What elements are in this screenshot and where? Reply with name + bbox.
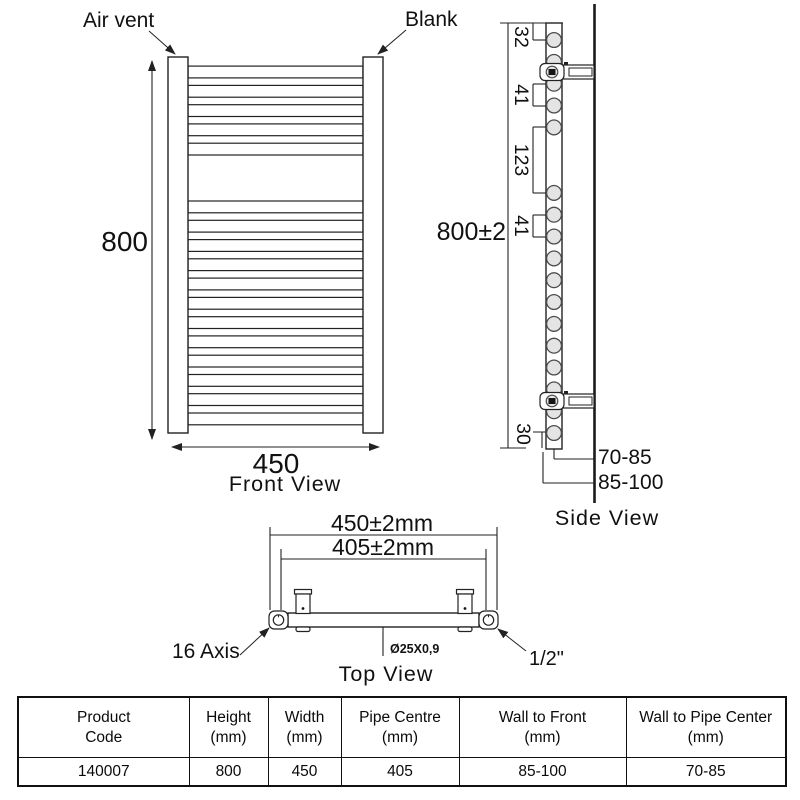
header-line: (mm) (381, 728, 419, 746)
front-towel-bar (187, 104, 364, 118)
header-line: (mm) (210, 728, 247, 746)
header-line: Height (206, 708, 251, 726)
front-towel-bar (187, 393, 364, 407)
header-line: Pipe Centre (359, 708, 441, 726)
header-line: Wall to Pipe Center (639, 708, 773, 726)
header-line: Code (85, 728, 123, 746)
dim-30-value: 30 (512, 423, 534, 445)
cell-width: 450 (267, 757, 342, 787)
front-towel-bars (187, 65, 364, 426)
dim-41-upper-value: 41 (510, 84, 532, 106)
header-line: (mm) (687, 728, 724, 746)
side-towel-bar-section (545, 206, 563, 223)
side-towel-bar-section (545, 31, 563, 49)
cell-pipe-centre: 405 (340, 757, 460, 787)
col-header-product-code: Product Code (17, 696, 190, 758)
cell-wall-to-pipe-center: 70-85 (625, 757, 787, 787)
front-towel-bar (187, 335, 364, 349)
front-towel-bar (187, 258, 364, 272)
cell-height: 800 (188, 757, 269, 787)
wall-to-pipe-center-value: 70-85 (598, 446, 652, 469)
side-towel-bar-section (545, 228, 563, 245)
front-towel-bar (187, 123, 364, 137)
header-line: Width (284, 708, 325, 726)
blank-leader-arrow (377, 29, 407, 55)
blank-label: Blank (405, 8, 458, 31)
spec-table: Product Code Height (mm) Width (mm) Pipe… (17, 696, 787, 787)
col-header-wall-to-pipe-center: Wall to Pipe Center (mm) (625, 696, 787, 758)
side-view: 800±2 32 41 123 41 30 70-85 85-100 Side … (437, 4, 663, 530)
cell-product-code: 140007 (17, 757, 190, 787)
dim-123-value: 123 (510, 144, 532, 177)
front-towel-bar (187, 316, 364, 330)
side-towel-bar-section (545, 315, 563, 332)
lower-wall-bracket (539, 390, 595, 411)
wall-to-front-value: 85-100 (598, 471, 663, 494)
col-header-wall-to-front: Wall to Front (mm) (458, 696, 627, 758)
dim-41-lower-value: 41 (510, 215, 532, 237)
axis-leader-arrow (239, 627, 270, 656)
overall-width-dim-value: 450±2mm (331, 510, 433, 536)
front-towel-bar (187, 373, 364, 387)
front-view-caption: Front View (229, 472, 341, 496)
right-end-cap (478, 610, 499, 630)
spec-table-value-row: 140007 800 450 405 85-100 70-85 (17, 757, 787, 787)
top-view: 450±2mm 405±2mm Ø25X0,9 16 Axis 1/2" Top… (172, 510, 564, 686)
height-dimension-value: 800 (101, 226, 148, 257)
col-header-height: Height (mm) (188, 696, 269, 758)
side-towel-bar-section (545, 359, 563, 376)
left-rail (167, 56, 189, 434)
header-line: (mm) (524, 728, 561, 746)
top-view-caption: Top View (339, 662, 434, 686)
connection-leader-arrow (497, 628, 527, 652)
col-header-pipe-centre: Pipe Centre (mm) (340, 696, 460, 758)
front-towel-bar (187, 296, 364, 310)
side-towel-bar-section (545, 250, 563, 267)
front-towel-bar (187, 65, 364, 79)
cell-wall-to-front: 85-100 (458, 757, 627, 787)
side-towel-bar-section (545, 119, 563, 136)
connection-label: 1/2" (529, 648, 564, 670)
side-towel-bar-section (545, 293, 563, 311)
front-towel-bar (187, 354, 364, 368)
tube-spec-label: Ø25X0,9 (390, 642, 439, 656)
header-line: (mm) (286, 728, 323, 746)
left-end-cap (268, 610, 289, 630)
header-line: Wall to Front (498, 708, 587, 726)
drawing-svg: Air vent Blank 800 450 Front View (83, 4, 663, 686)
front-towel-bar (187, 412, 364, 426)
front-towel-bar (187, 84, 364, 98)
air-vent-leader-arrow (148, 30, 176, 55)
side-towel-bar-section (545, 184, 563, 201)
air-vent-label: Air vent (83, 9, 154, 32)
header-line: Product (77, 708, 131, 726)
side-towel-bar-section (545, 337, 563, 354)
front-towel-bar (187, 277, 364, 291)
side-towel-bar-section (545, 424, 563, 442)
width-dimension-value: 450 (253, 448, 300, 479)
dim-32-value: 32 (510, 26, 532, 48)
front-towel-bar (187, 239, 364, 253)
upper-wall-bracket (539, 61, 595, 82)
right-rail (362, 56, 384, 434)
side-view-caption: Side View (555, 506, 659, 530)
front-towel-bar (187, 200, 364, 214)
side-towel-bar-section (545, 272, 563, 289)
front-towel-bar (187, 142, 364, 156)
top-tube-bar (287, 612, 480, 628)
axis-label: 16 Axis (172, 640, 240, 663)
overall-height-dim-value: 800±2 (437, 218, 506, 246)
front-towel-bar (187, 219, 364, 233)
col-header-width: Width (mm) (267, 696, 342, 758)
pipe-centres-dim-value: 405±2mm (332, 534, 434, 560)
side-towel-bar-section (545, 97, 563, 114)
front-view: Air vent Blank 800 450 Front View (83, 8, 458, 496)
spec-table-header-row: Product Code Height (mm) Width (mm) Pipe… (17, 696, 787, 758)
